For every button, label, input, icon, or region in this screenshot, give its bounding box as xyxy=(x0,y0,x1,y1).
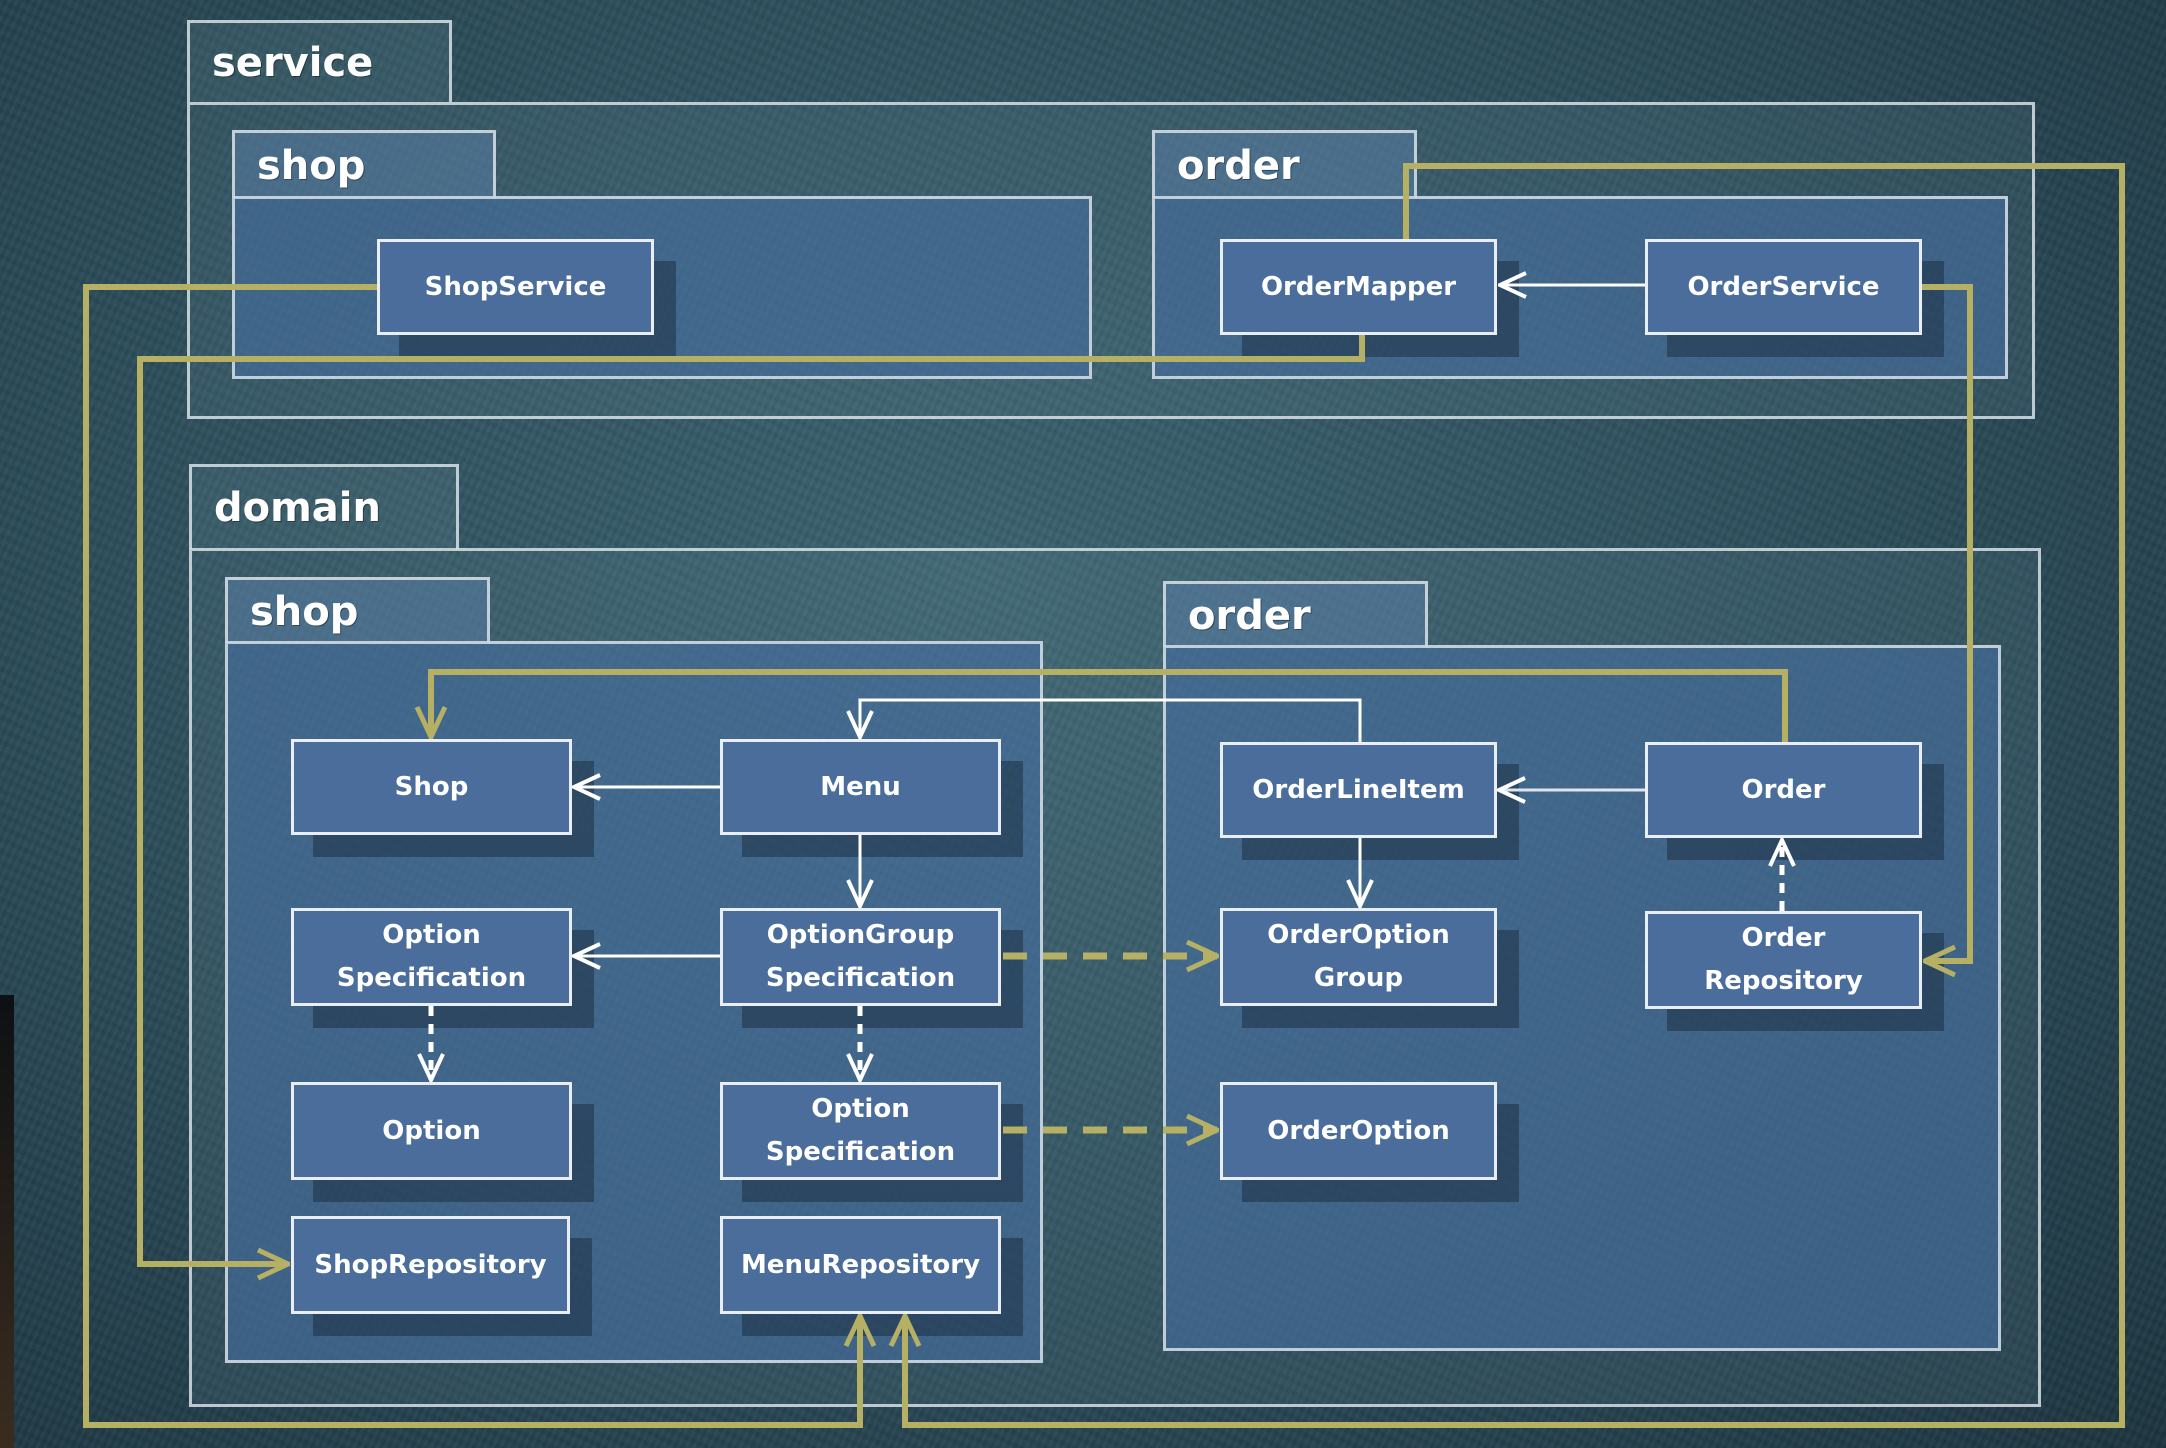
class-menu-repository: MenuRepository xyxy=(720,1216,1001,1314)
domain-order-package-label: order xyxy=(1188,592,1311,639)
class-order-option-group: OrderOption Group xyxy=(1220,908,1497,1006)
dep-order-shop xyxy=(431,669,1788,742)
class-order-service: OrderService xyxy=(1645,239,1922,335)
domain-package-label: domain xyxy=(214,485,381,531)
dep-orderservice-orderrepository xyxy=(1922,284,1973,961)
domain-order-package-tab: order xyxy=(1163,581,1428,647)
service-package-tab: service xyxy=(187,20,452,102)
class-shop-service: ShopService xyxy=(377,239,654,335)
dep-ordermapper-menurepository xyxy=(905,163,2125,1428)
dep-shopservice-menurepository xyxy=(83,284,860,1428)
class-option-specification-2: Option Specification xyxy=(720,1082,1001,1180)
class-order: Order xyxy=(1645,742,1922,838)
dep-ordermapper-shoprepository xyxy=(137,335,1365,1264)
class-order-repository: Order Repository xyxy=(1645,911,1922,1009)
class-order-line-item: OrderLineItem xyxy=(1220,742,1497,838)
service-shop-package-label: shop xyxy=(257,142,366,189)
class-option-specification: Option Specification xyxy=(291,908,572,1006)
class-menu: Menu xyxy=(720,739,1001,835)
service-package-label: service xyxy=(212,39,374,86)
class-shop: Shop xyxy=(291,739,572,835)
association-lines xyxy=(574,285,1645,956)
left-edge-strip xyxy=(0,995,14,1448)
dependency-lines xyxy=(83,163,2125,1428)
class-order-option: OrderOption xyxy=(1220,1082,1497,1180)
service-shop-package-tab: shop xyxy=(232,130,496,198)
dashed-association-lines xyxy=(431,840,1782,1080)
class-shop-repository: ShopRepository xyxy=(291,1216,570,1314)
dashed-dependency-lines xyxy=(1003,956,1217,1130)
class-order-mapper: OrderMapper xyxy=(1220,239,1497,335)
domain-shop-package-tab: shop xyxy=(225,577,490,643)
domain-package-tab: domain xyxy=(189,464,459,549)
assoc-orderlineitem-menu xyxy=(860,698,1362,742)
class-option-group-specification: OptionGroup Specification xyxy=(720,908,1001,1006)
domain-shop-package-label: shop xyxy=(250,588,359,635)
class-option: Option xyxy=(291,1082,572,1180)
service-order-package-label: order xyxy=(1177,142,1300,189)
service-order-package-tab: order xyxy=(1152,130,1417,198)
